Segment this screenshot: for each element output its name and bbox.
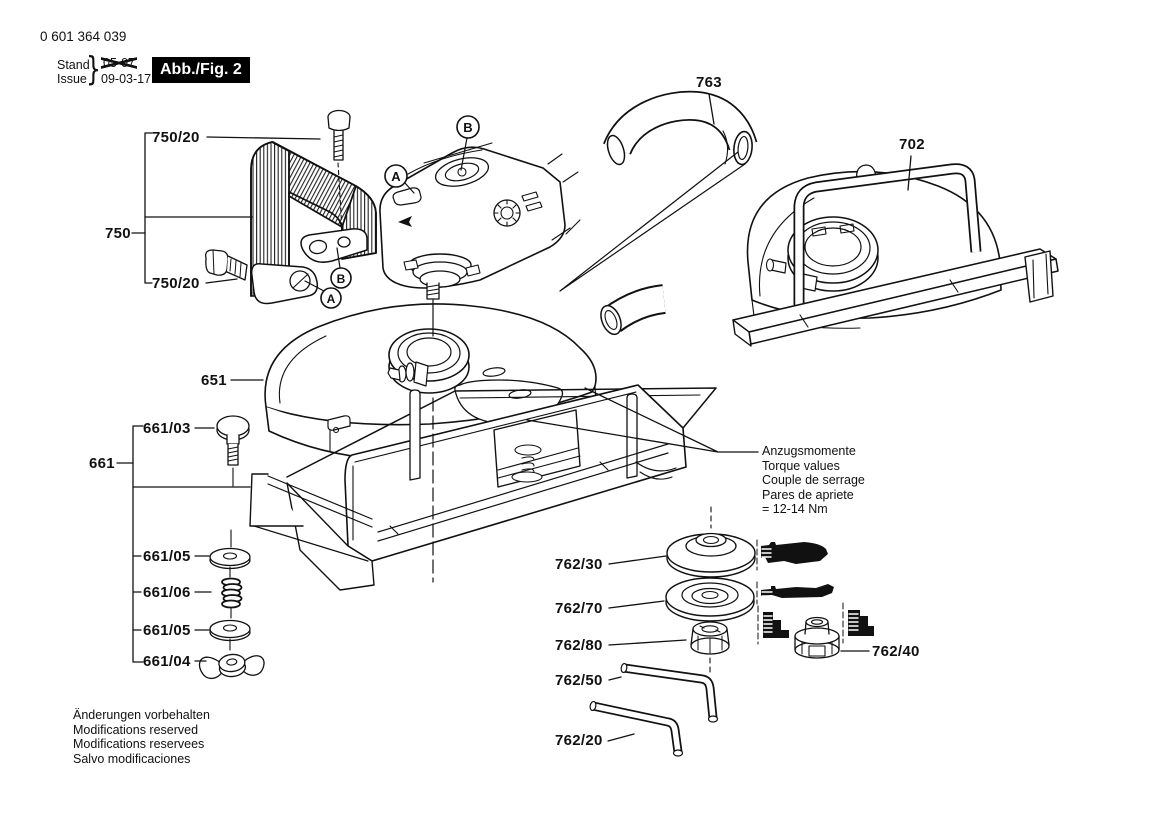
torque-note-line: Couple de serrage (762, 473, 865, 488)
part-label-762-80: 762/80 (555, 637, 603, 654)
grinder-drawing (379, 142, 581, 300)
hose-to-port-leader (559, 151, 746, 292)
hex-key-762-20-drawing (589, 700, 684, 757)
modifications-note-line: Salvo modificaciones (73, 751, 191, 766)
cutting-guard-702-drawing (600, 163, 1059, 347)
washer-lower-661-05-drawing (209, 619, 251, 651)
aux-handle-750-drawing (250, 141, 377, 305)
part-label-763: 763 (696, 74, 722, 91)
part-label-750-20-bottom: 750/20 (152, 275, 200, 292)
part-label-750: 750 (105, 225, 131, 242)
hex-key-762-50-drawing (620, 662, 719, 723)
clamping-nut-762-80-drawing (690, 621, 730, 655)
stand-issue-labels: Stand Issue (57, 58, 90, 86)
part-label-762-30: 762/30 (555, 556, 603, 573)
clamping-flange-762-70-drawing (665, 577, 755, 622)
part-label-762-20: 762/20 (555, 732, 603, 749)
marker-letter: A (327, 292, 336, 306)
torque-note: Anzugsmomente Torque values Couple de se… (762, 444, 865, 517)
washer-upper-661-05-drawing (209, 547, 251, 578)
carriage-bolt-661-03-drawing (216, 415, 250, 548)
modifications-note-line: Änderungen vorbehalten (73, 708, 210, 722)
brace-glyph: } (86, 49, 101, 88)
torque-note-line: = 12-14 Nm (762, 502, 828, 517)
figure-badge: Abb./Fig. 2 (152, 57, 250, 83)
part-label-651: 651 (201, 372, 227, 389)
marker-letter: B (463, 120, 472, 135)
part-label-750-20-top: 750/20 (152, 129, 200, 146)
document-part-number: 0 601 364 039 (40, 29, 127, 44)
direction-arrow-icon (398, 216, 412, 227)
part-label-661-03: 661/03 (143, 420, 191, 437)
wing-nut-661-04-drawing (198, 653, 265, 680)
guide-base-661-drawing (249, 384, 717, 591)
part-label-661-06: 661/06 (143, 584, 191, 601)
modifications-note-line: Modifications reservees (73, 737, 205, 752)
modifications-note-line: Modifications reserved (73, 722, 199, 737)
backing-flange-762-30-drawing (666, 532, 756, 578)
part-label-661: 661 (89, 455, 115, 472)
part-label-661-05-upper: 661/05 (143, 548, 191, 565)
issue-label: Issue (57, 72, 87, 86)
modifications-note: Änderungen vorbehalten Modifications res… (73, 708, 210, 766)
position-markers: B A B A (320, 115, 480, 309)
marker-a-grinder: A (384, 164, 408, 188)
marker-b-handle: B (330, 267, 352, 289)
handle-bolt-bottom-drawing (205, 249, 248, 281)
cutting-disc-profile-icon (761, 584, 834, 598)
handle-bolt-top-drawing (327, 109, 351, 231)
quick-nut-762-40-drawing (794, 616, 840, 659)
part-label-762-50: 762/50 (555, 672, 603, 689)
hose-763-drawing (603, 90, 758, 166)
marker-a-handle: A (320, 287, 342, 309)
torque-note-line: Torque values (762, 458, 840, 473)
stand-label: Stand (57, 58, 90, 72)
part-label-661-04: 661/04 (143, 653, 191, 670)
part-label-661-05-lower: 661/05 (143, 622, 191, 639)
grinding-disc-profile-icon (761, 542, 828, 564)
issue-date: 09-03-17 (101, 72, 152, 86)
guard-clamp-screw (387, 361, 429, 387)
part-label-762-70: 762/70 (555, 600, 603, 617)
superseded-date: 05-07 (102, 56, 135, 70)
torque-note-line: Pares de apriete (762, 487, 854, 502)
marker-letter: A (391, 169, 401, 184)
spring-661-06-drawing (221, 577, 243, 619)
marker-letter: B (337, 272, 346, 286)
part-label-702: 702 (899, 136, 925, 153)
torque-note-line: Anzugsmomente (762, 444, 856, 458)
part-label-762-40: 762/40 (872, 643, 920, 660)
leader-lines (116, 93, 912, 742)
marker-b-grinder: B (456, 115, 480, 139)
